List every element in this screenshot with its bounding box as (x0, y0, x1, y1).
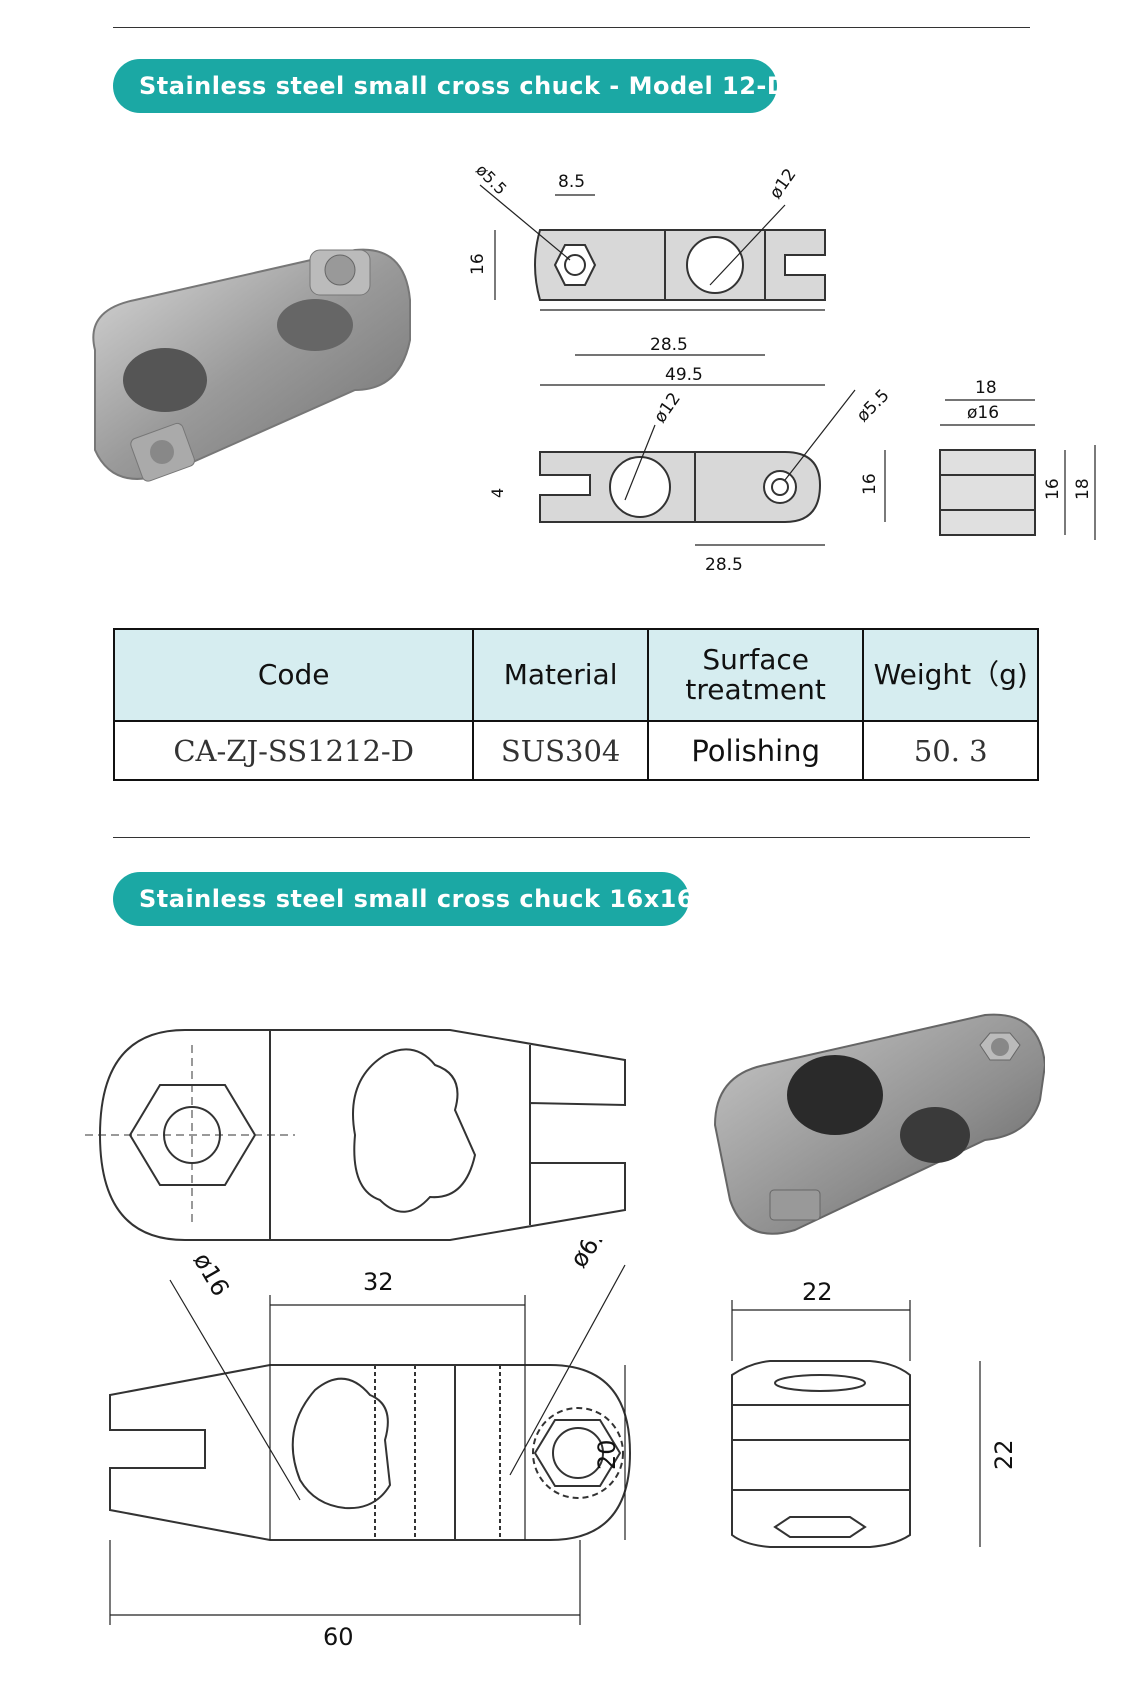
dim-bore-bottom: ø12 (650, 389, 685, 427)
header-material: Material (472, 628, 649, 722)
section-title-text: Stainless steel small cross chuck 16x16 (139, 885, 695, 913)
section-title-12d: Stainless steel small cross chuck - Mode… (113, 59, 787, 113)
product-photo-16x16 (713, 1013, 1045, 1235)
dim-side-height-22: 22 (990, 1439, 1018, 1470)
section-divider (113, 837, 1030, 838)
technical-drawing-12d: ø5.5 8.5 16 ø12 28.5 49.5 ø12 ø5.5 4 16 … (468, 160, 1096, 575)
dim-hole-offset: 8.5 (558, 172, 585, 192)
top-view-16x16 (85, 1029, 626, 1241)
spec-table: Code Material Surface treatment Weight（g… (112, 628, 1039, 781)
dim-height-20: 20 (593, 1439, 621, 1470)
header-weight: Weight（g) (862, 628, 1039, 722)
cell-surface: Polishing (646, 720, 865, 781)
header-surface-line2: treatment (685, 673, 826, 706)
dim-slot-width: 4 (488, 488, 507, 498)
cell-code: CA-ZJ-SS1212-D (112, 720, 475, 781)
header-code: Code (112, 628, 475, 722)
dim-side-inner: 16 (1043, 478, 1063, 500)
top-divider (113, 27, 1030, 28)
dim-side-width-22: 22 (802, 1278, 833, 1306)
dim-side-height: 16 (860, 473, 880, 495)
dim-bolt-hole-65: ø6.5 (565, 1240, 618, 1273)
dim-center-distance: 28.5 (650, 335, 688, 355)
cell-material: SUS304 (472, 720, 649, 781)
header-surface: Surface treatment (646, 628, 865, 722)
dim-bolt-hole-bottom: ø5.5 (853, 386, 894, 427)
dim-side-width: 18 (975, 378, 997, 398)
dim-bore: ø12 (766, 165, 801, 203)
dim-bolt-hole: ø5.5 (472, 160, 510, 198)
dim-body-height: 16 (468, 253, 488, 275)
dim-side-outer: 18 (1073, 478, 1093, 500)
front-view-16x16: ø16 32 ø6.5 20 60 (109, 1240, 632, 1651)
table-header-row: Code Material Surface treatment Weight（g… (112, 628, 1039, 722)
dim-center-distance-32: 32 (363, 1268, 394, 1296)
dim-total-length: 49.5 (665, 365, 703, 385)
header-surface-line1: Surface (702, 643, 809, 676)
table-row: CA-ZJ-SS1212-D SUS304 Polishing 50. 3 (112, 720, 1039, 781)
cell-weight: 50. 3 (862, 720, 1039, 781)
section-title-text: Stainless steel small cross chuck - Mode… (139, 72, 788, 100)
dim-center-distance-bottom: 28.5 (705, 555, 743, 575)
dim-bore-16: ø16 (188, 1248, 235, 1301)
dim-total-length-60: 60 (323, 1623, 354, 1651)
product-photo-12d (92, 248, 411, 482)
side-view-16x16: 22 22 (731, 1278, 1018, 1548)
section-title-16x16: Stainless steel small cross chuck 16x16 (113, 872, 694, 926)
dim-side-bore: ø16 (967, 403, 999, 423)
